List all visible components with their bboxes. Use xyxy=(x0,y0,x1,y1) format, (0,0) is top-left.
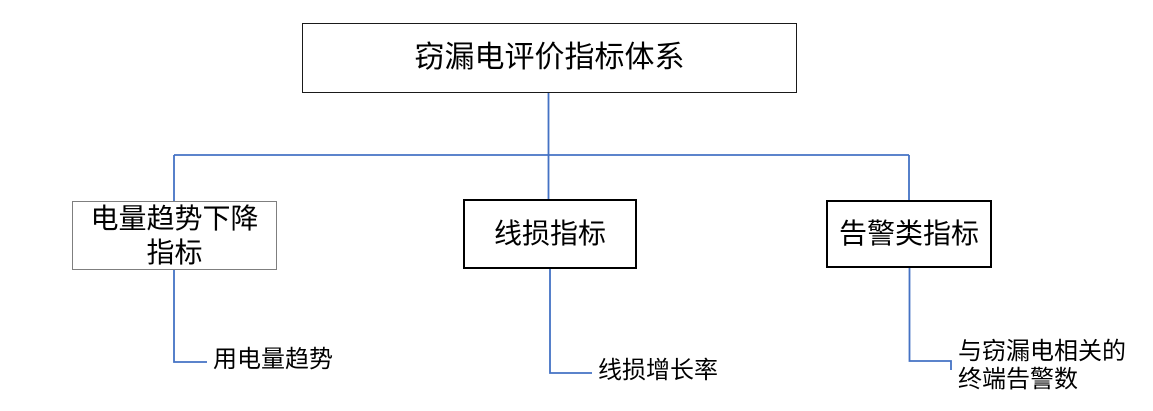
connector-leaf-lineloss xyxy=(549,269,592,374)
leaf-line-loss-growth-rate: 线损增长率 xyxy=(598,357,718,384)
node-branch-power-trend: 电量趋势下降指标 xyxy=(72,201,277,270)
node-root-label: 窃漏电评价指标体系 xyxy=(414,41,685,74)
leaf-power-usage-trend: 用电量趋势 xyxy=(213,346,333,373)
node-branch-power-trend-label: 电量趋势下降指标 xyxy=(90,203,259,268)
node-branch-line-loss: 线损指标 xyxy=(463,199,637,269)
node-root: 窃漏电评价指标体系 xyxy=(302,23,797,93)
node-branch-line-loss-label: 线损指标 xyxy=(493,218,606,250)
leaf-terminal-alarm-count: 与窃漏电相关的终端告警数 xyxy=(958,338,1126,393)
connector-leaf-trend xyxy=(173,270,207,363)
connector-leaf-alarm xyxy=(908,268,952,370)
node-branch-alarm: 告警类指标 xyxy=(826,200,992,268)
node-branch-alarm-label: 告警类指标 xyxy=(838,218,979,250)
